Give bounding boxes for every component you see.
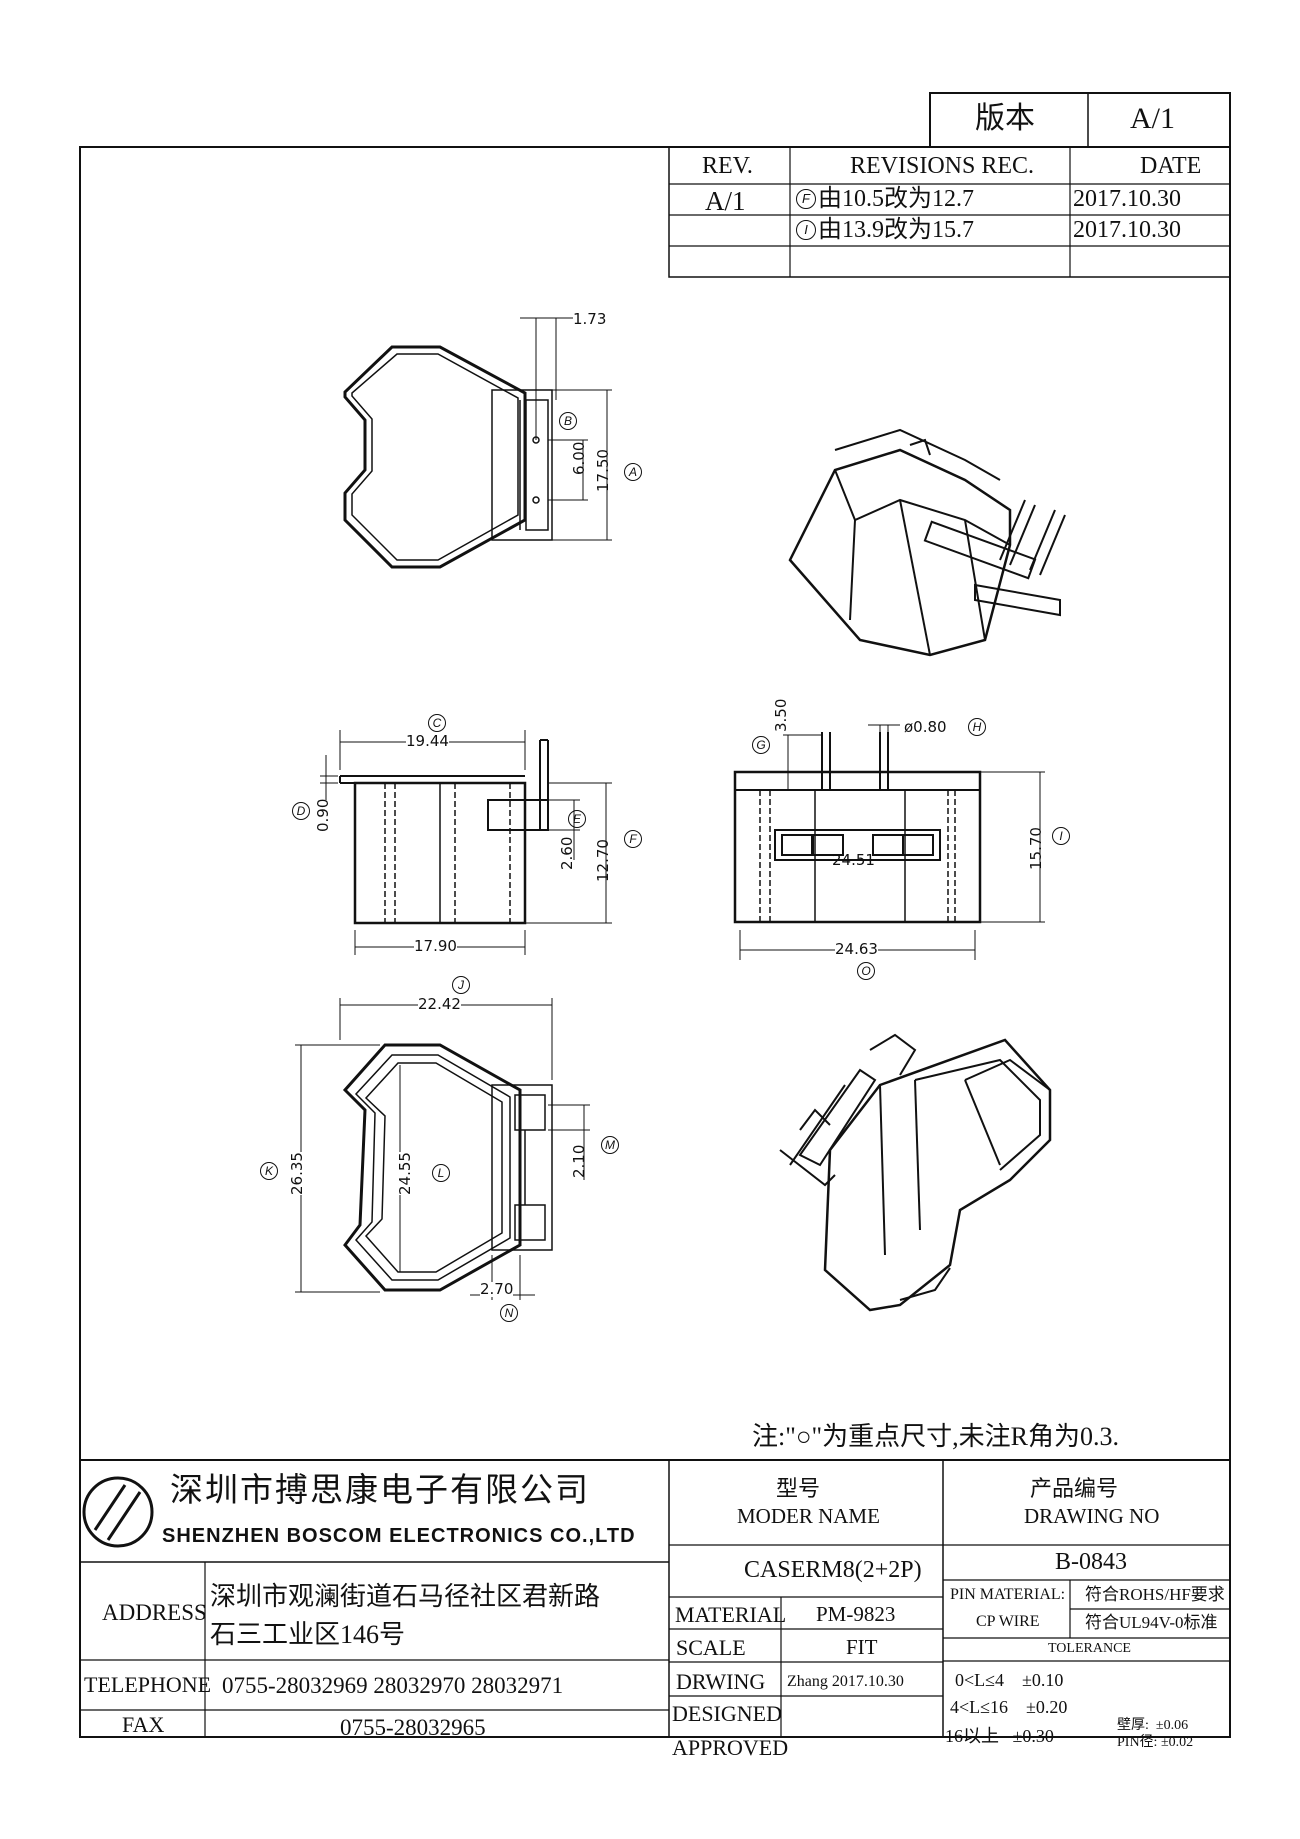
ul-compliance: 符合UL94V-0标准 [1085, 1613, 1218, 1632]
telephone-label: TELEPHONE [84, 1672, 212, 1697]
rev-row-2-date: 2017.10.30 [1073, 217, 1181, 243]
dim-side-c: 19.44 [406, 732, 449, 750]
drawing-label-en: DRAWING NO [1024, 1504, 1160, 1528]
title-block [80, 1459, 1230, 1737]
rev-value: A/1 [705, 186, 746, 216]
drwing-label: DRWING [676, 1669, 766, 1694]
tolerance-label: TOLERANCE [1048, 1641, 1131, 1656]
drawing-frame [79, 146, 1231, 1738]
top-view [343, 345, 553, 569]
scale-label: SCALE [676, 1635, 746, 1660]
callout-b: B [559, 412, 577, 430]
model-value: CASERM8(2+2P) [744, 1557, 922, 1583]
dim-top-b: 6.00 [570, 441, 588, 475]
rev-row-2-mark: I [796, 220, 816, 240]
pin-material-label: PIN MATERIAL: [950, 1586, 1066, 1603]
rev-row-2-text: 由13.9改为15.7 [818, 217, 974, 243]
tolerance-line-3: 16以上 ±0.30 [945, 1726, 1054, 1746]
dim-side-d: 0.90 [314, 798, 332, 832]
dim-top-a: 17.50 [594, 449, 612, 492]
fax-value: 0755-28032965 [340, 1715, 486, 1740]
scale-value: FIT [846, 1635, 878, 1659]
bottom-view-dims [295, 998, 590, 1300]
model-label-en: MODER NAME [737, 1504, 880, 1528]
drawing-label-cn: 产品编号 [1030, 1476, 1119, 1501]
address-line2: 石三工业区146号 [210, 1620, 406, 1649]
drwing-value: Zhang 2017.10.30 [787, 1673, 904, 1690]
callout-i: I [1052, 827, 1070, 845]
dim-front-i: 15.70 [1027, 827, 1045, 870]
telephone-value: 0755-28032969 28032970 28032971 [222, 1673, 564, 1698]
iso-view-bottom [779, 1033, 1052, 1312]
side-view [339, 739, 549, 925]
callout-j: J [452, 976, 470, 994]
tolerance-line-1: 0<L≤4 ±0.10 [955, 1670, 1064, 1690]
callout-a: A [624, 463, 642, 481]
address-label: ADDRESS [102, 1600, 207, 1625]
dim-bottom-j: 22.42 [418, 995, 461, 1013]
dim-front-inner: 24.51 [832, 851, 875, 869]
bottom-view [342, 1043, 553, 1292]
dim-bottom-l: 24.55 [396, 1152, 414, 1195]
approved-label: APPROVED [672, 1735, 789, 1760]
drawing-value: B-0843 [1055, 1549, 1127, 1575]
callout-f: F [624, 830, 642, 848]
callout-d: D [292, 802, 310, 820]
rev-header: REV. [702, 153, 753, 179]
callout-c: C [428, 714, 446, 732]
company-name-en: SHENZHEN BOSCOM ELECTRONICS CO.,LTD [162, 1525, 636, 1547]
front-view [733, 732, 982, 924]
dim-front-h: ø0.80 [904, 718, 947, 736]
callout-o: O [857, 962, 875, 980]
callout-l: L [432, 1164, 450, 1182]
callout-n: N [500, 1304, 518, 1322]
version-value: A/1 [1130, 102, 1175, 135]
dim-bottom-n: 2.70 [480, 1280, 514, 1298]
callout-g: G [752, 736, 770, 754]
front-view-dims [739, 724, 1045, 960]
rohs-compliance: 符合ROHS/HF要求 [1085, 1585, 1225, 1604]
dim-side-f: 12.70 [594, 839, 612, 882]
callout-h: H [968, 718, 986, 736]
designed-label: DESIGNED [672, 1701, 782, 1726]
material-value: PM-9823 [816, 1602, 896, 1626]
iso-view-top [788, 428, 1066, 657]
rev-row-1-date: 2017.10.30 [1073, 186, 1181, 212]
company-name-cn: 深圳市搏思康电子有限公司 [170, 1473, 590, 1509]
rev-row-1-text: 由10.5改为12.7 [818, 186, 974, 212]
model-label-cn: 型号 [776, 1476, 821, 1501]
dim-side-e: 2.60 [558, 836, 576, 870]
callout-e: E [568, 810, 586, 828]
revisions-table [668, 146, 1231, 278]
material-label: MATERIAL [675, 1602, 787, 1627]
dim-front-o: 24.63 [835, 940, 878, 958]
tolerance-line-2: 4<L≤16 ±0.20 [950, 1697, 1068, 1717]
date-header: DATE [1140, 153, 1202, 179]
rev-row-1-mark: F [796, 189, 816, 209]
company-logo [82, 1476, 154, 1548]
dim-front-g: 3.50 [772, 698, 790, 732]
revisions-header: REVISIONS REC. [850, 153, 1035, 179]
fax-label: FAX [122, 1712, 165, 1737]
dim-top-pin-pitch: 1.73 [573, 310, 607, 328]
version-label: 版本 [975, 102, 1035, 135]
dim-bottom-m: 2.10 [570, 1144, 588, 1178]
callout-m: M [601, 1136, 619, 1154]
dim-bottom-k: 26.35 [288, 1152, 306, 1195]
dim-side-bottom: 17.90 [414, 937, 457, 955]
tolerance-wall: 壁厚: ±0.06 [1117, 1718, 1189, 1733]
callout-k: K [260, 1162, 278, 1180]
top-view-dims [520, 317, 612, 541]
address-line1: 深圳市观澜街道石马径社区君新路 [210, 1582, 601, 1611]
tolerance-pin: PIN径: ±0.02 [1117, 1735, 1194, 1750]
drawing-note: 注:"○"为重点尺寸,未注R角为0.3. [752, 1422, 1119, 1451]
pin-material-value: CP WIRE [976, 1613, 1040, 1630]
